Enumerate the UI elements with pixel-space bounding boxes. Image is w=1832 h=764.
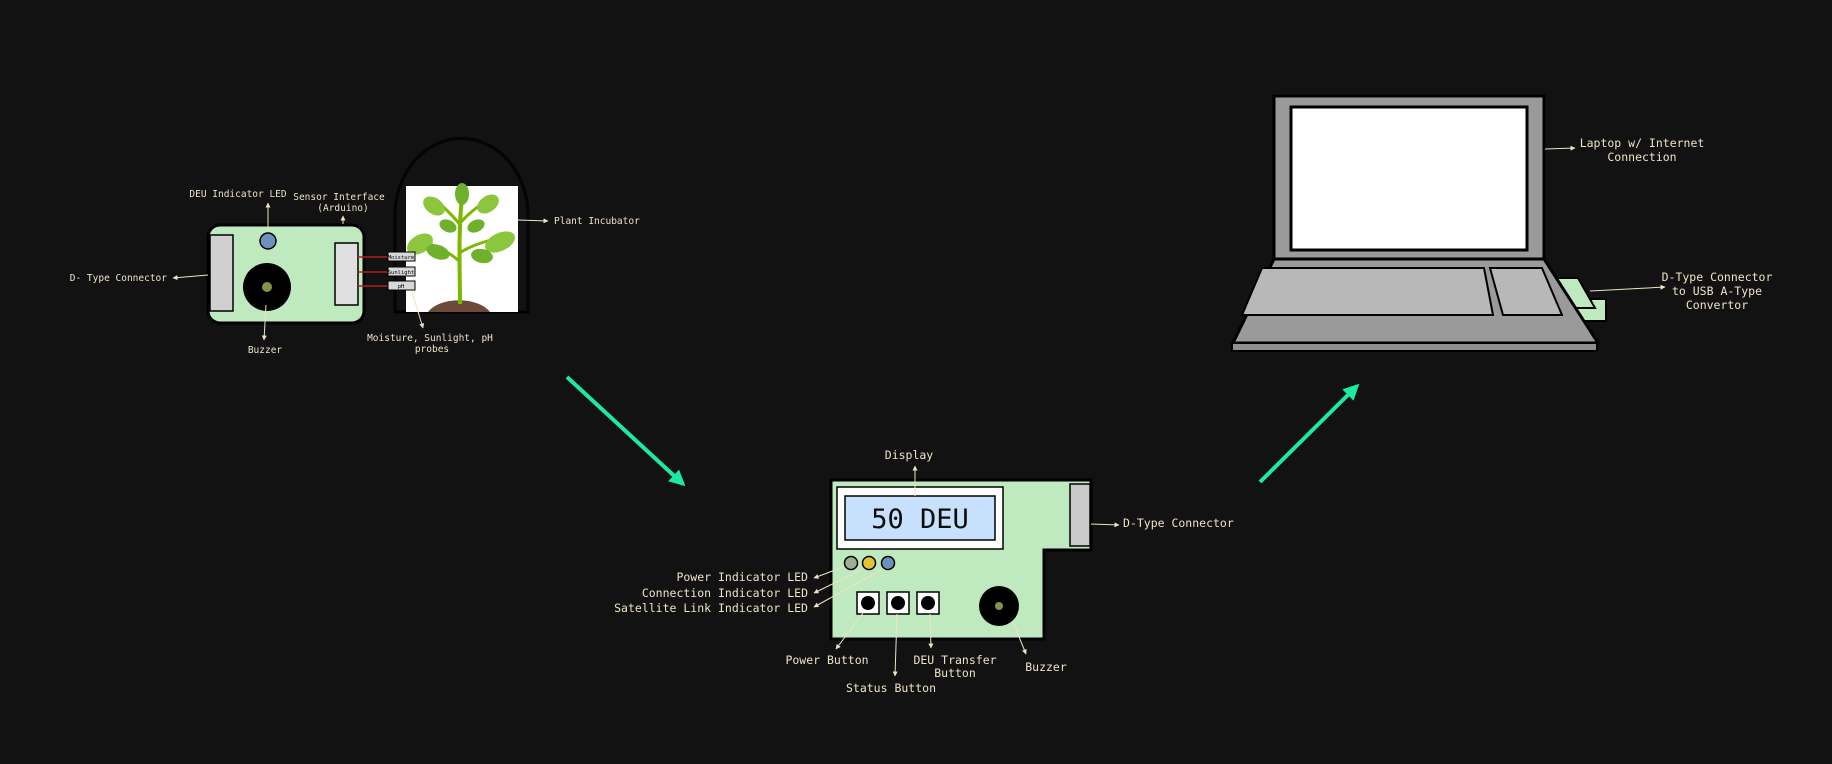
label-converter-2: to USB A-Type (1672, 284, 1762, 298)
label-sensor-interface-2: (Arduino) (317, 203, 368, 214)
flow-arrow-icon (1258, 383, 1360, 484)
label-deu-buzzer: Buzzer (1025, 660, 1067, 674)
deu-device: 50 DEU Display D-Type Connector Power In… (614, 448, 1234, 695)
label-converter-3: Convertor (1686, 298, 1748, 312)
label-laptop-2: Connection (1607, 150, 1676, 164)
label-status-button: Status Button (846, 681, 936, 695)
sensor-unit: Moisture Sunlight pH DEU Indicator LED S… (70, 137, 640, 356)
label-sensor-d-type: D- Type Connector (70, 273, 168, 284)
laptop-front-edge (1231, 342, 1598, 352)
sensor-interface-header (334, 242, 359, 306)
probe-tag-moisture: Moisture (388, 255, 415, 261)
label-converter-1: D-Type Connector (1662, 270, 1773, 284)
deu-indicator-led (259, 232, 277, 250)
satellite-link-indicator-led (880, 555, 896, 571)
probe-tag-sunlight: Sunlight (388, 270, 415, 276)
power-button[interactable] (856, 591, 880, 615)
probe-tag-ph: pH (398, 284, 405, 290)
flow-arrow-icon (565, 375, 686, 487)
connection-indicator-led (861, 555, 877, 571)
push-button-icon (891, 596, 905, 610)
label-display: Display (885, 448, 934, 462)
label-transfer-button-2: Button (934, 666, 976, 680)
label-connection-led: Connection Indicator LED (642, 586, 808, 600)
plant-icon (407, 183, 515, 312)
label-laptop-1: Laptop w/ Internet (1580, 136, 1705, 150)
status-button[interactable] (886, 591, 910, 615)
laptop-screen (1289, 105, 1529, 252)
deu-d-type-connector (1069, 483, 1091, 547)
label-power-button: Power Button (785, 653, 868, 667)
laptop-icon: Laptop w/ Internet Connection D-Type Con… (1230, 94, 1773, 352)
display-screen (844, 495, 996, 541)
label-probes-1: Moisture, Sunlight, pH (367, 333, 493, 344)
label-plant-incubator: Plant Incubator (554, 216, 640, 227)
sensor-d-type-connector (209, 234, 234, 312)
laptop-trackpad (1488, 267, 1564, 316)
display-value: 50 DEU (871, 504, 969, 535)
sensor-buzzer-icon (243, 263, 291, 311)
label-deu-indicator-led: DEU Indicator LED (189, 189, 287, 200)
label-probes-2: probes (415, 344, 449, 355)
push-button-icon (921, 596, 935, 610)
deu-buzzer-icon (979, 586, 1019, 626)
power-indicator-led (843, 555, 859, 571)
push-button-icon (861, 596, 875, 610)
label-satellite-led: Satellite Link Indicator LED (614, 601, 808, 615)
label-sensor-buzzer: Buzzer (248, 345, 283, 356)
label-sensor-interface-1: Sensor Interface (293, 192, 385, 203)
deu-transfer-button[interactable] (916, 591, 940, 615)
probe-wires: Moisture Sunlight pH (358, 251, 416, 291)
label-deu-d-type: D-Type Connector (1123, 516, 1234, 530)
laptop-keyboard (1240, 267, 1495, 316)
label-power-led: Power Indicator LED (676, 570, 808, 584)
label-transfer-button-1: DEU Transfer (913, 653, 996, 667)
